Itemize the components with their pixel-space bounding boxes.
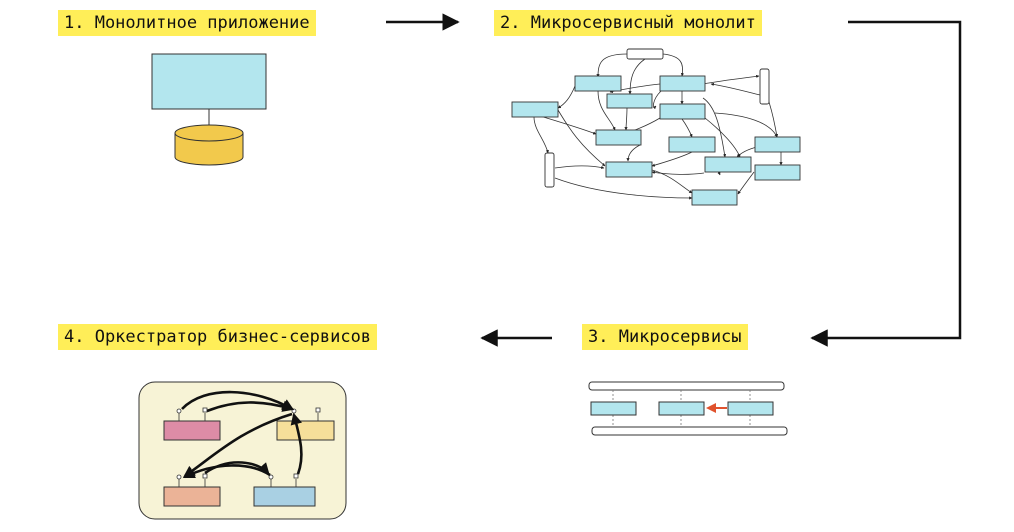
stage-title-microservice-monolith: 2. Микросервисный монолит <box>494 10 762 36</box>
tangled-service-box <box>754 136 801 153</box>
tangled-service-box <box>605 161 653 178</box>
tangled-service-box <box>668 136 716 153</box>
top-bus <box>588 381 785 391</box>
orchestrator-diagram <box>138 381 347 520</box>
tangled-connectors <box>533 53 783 200</box>
tangled-shared-stores <box>544 48 770 188</box>
business-service-box <box>163 486 221 507</box>
bottom-bus <box>591 426 788 436</box>
stage-title-monolith: 1. Монолитное приложение <box>58 10 316 36</box>
monolith-app-box <box>151 53 267 110</box>
flow-arrows <box>386 13 962 347</box>
shared-store-box <box>759 68 770 105</box>
shared-store-box <box>544 152 555 188</box>
microservice-box <box>658 401 705 416</box>
stage-title-orchestrator: 4. Оркестратор бизнес-сервисов <box>58 324 378 350</box>
orchestration-flows <box>181 390 303 479</box>
tangled-service-box <box>659 75 706 92</box>
tangled-service-box <box>595 129 642 146</box>
microservice-box <box>727 401 774 416</box>
tangled-service-box <box>704 156 752 173</box>
tangled-service-box <box>606 93 653 109</box>
shared-store-box <box>626 48 664 60</box>
monolith-diagram <box>151 53 267 166</box>
microservice-monolith-diagram <box>511 48 801 206</box>
tangled-service-box <box>659 103 706 120</box>
stage-title-microservices: 3. Микросервисы <box>582 324 748 350</box>
database-cylinder <box>174 124 244 166</box>
business-service-box <box>253 486 316 507</box>
tangled-service-box <box>511 101 559 118</box>
business-service-box <box>163 420 221 441</box>
microservices-diagram <box>588 381 788 436</box>
business-service-box <box>276 420 335 441</box>
tangled-service-box <box>754 164 801 181</box>
tangled-service-box <box>574 75 622 92</box>
microservice-box <box>590 401 637 416</box>
tangled-service-box <box>691 189 738 206</box>
arrow-stage2-to-stage3 <box>810 20 962 347</box>
tangled-services <box>511 75 801 206</box>
